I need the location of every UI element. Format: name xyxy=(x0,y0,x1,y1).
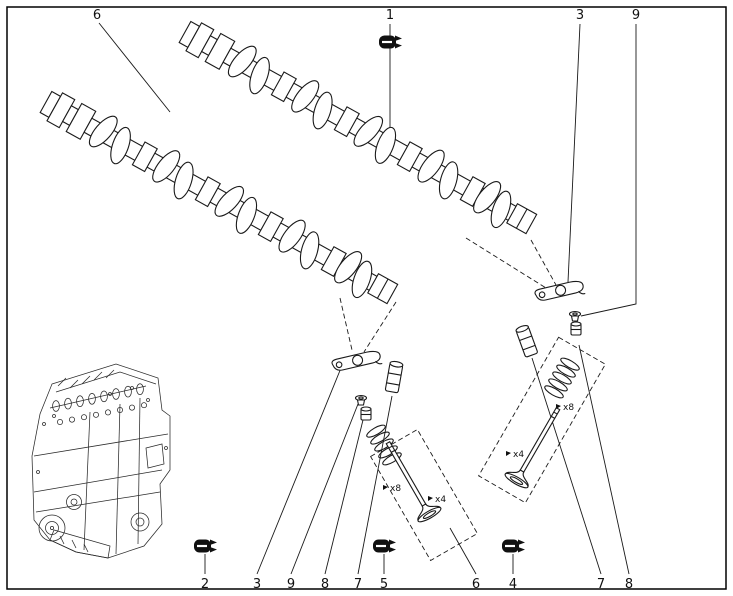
callout-bottom-8-left[interactable]: 8 xyxy=(321,577,329,592)
callout-top-9[interactable]: 9 xyxy=(632,8,640,23)
callout-bottom-8-right[interactable]: 8 xyxy=(625,577,633,592)
valve-stem-seal-middle xyxy=(360,406,372,421)
callout-bottom-2[interactable]: 2 xyxy=(201,577,209,592)
tappet-right xyxy=(514,323,539,358)
clip-symbol-2 xyxy=(194,539,217,553)
callout-bottom-6[interactable]: 6 xyxy=(472,577,480,592)
callout-bottom-7-right[interactable]: 7 xyxy=(597,577,605,592)
engine-overview-thumbnail xyxy=(31,363,171,559)
valve-kit-box-middle xyxy=(370,428,478,562)
quantity-arrow-icon xyxy=(428,496,433,501)
quantity-arrow-icon xyxy=(556,404,561,409)
tappet-middle xyxy=(384,359,404,394)
valve-keeper-right xyxy=(568,311,582,322)
callout-top-6[interactable]: 6 xyxy=(93,8,101,23)
callout-top-1[interactable]: 1 xyxy=(386,8,394,23)
callout-top-3[interactable]: 3 xyxy=(576,8,584,23)
projection-lines xyxy=(339,237,557,353)
callout-bottom-9[interactable]: 9 xyxy=(287,577,295,592)
callout-bottom-5[interactable]: 5 xyxy=(380,577,388,592)
clip-symbol-4 xyxy=(502,539,525,553)
quantity-label-middle-x4: x4 xyxy=(435,495,446,505)
callout-bottom-7-left[interactable]: 7 xyxy=(354,577,362,592)
leader-lines xyxy=(98,22,637,575)
valve-keeper-middle xyxy=(354,395,368,406)
callouts-bottom: 2 3 9 8 7 5 6 4 7 8 xyxy=(201,577,633,592)
quantity-arrow-icon xyxy=(383,485,388,490)
quantity-label-right-x8: x8 xyxy=(563,403,574,413)
quantity-label-right-x4: x4 xyxy=(513,450,524,460)
clip-symbol-5 xyxy=(373,539,396,553)
rocker-arm-right xyxy=(533,277,586,307)
clip-symbol-1 xyxy=(379,35,402,49)
valve-spring-right xyxy=(542,355,582,401)
quantity-label-middle-x8: x8 xyxy=(390,484,401,494)
page-border-frame xyxy=(6,6,727,590)
quantity-arrow-icon xyxy=(506,451,511,456)
quantity-labels: x8 x4 x4 x8 xyxy=(383,403,574,505)
valve-kit-box-right xyxy=(478,336,606,504)
callout-bottom-3[interactable]: 3 xyxy=(253,577,261,592)
valve-stem-seal-right xyxy=(570,321,582,336)
callouts-top: 6 1 3 9 xyxy=(93,8,640,23)
callout-bottom-4[interactable]: 4 xyxy=(509,577,517,592)
